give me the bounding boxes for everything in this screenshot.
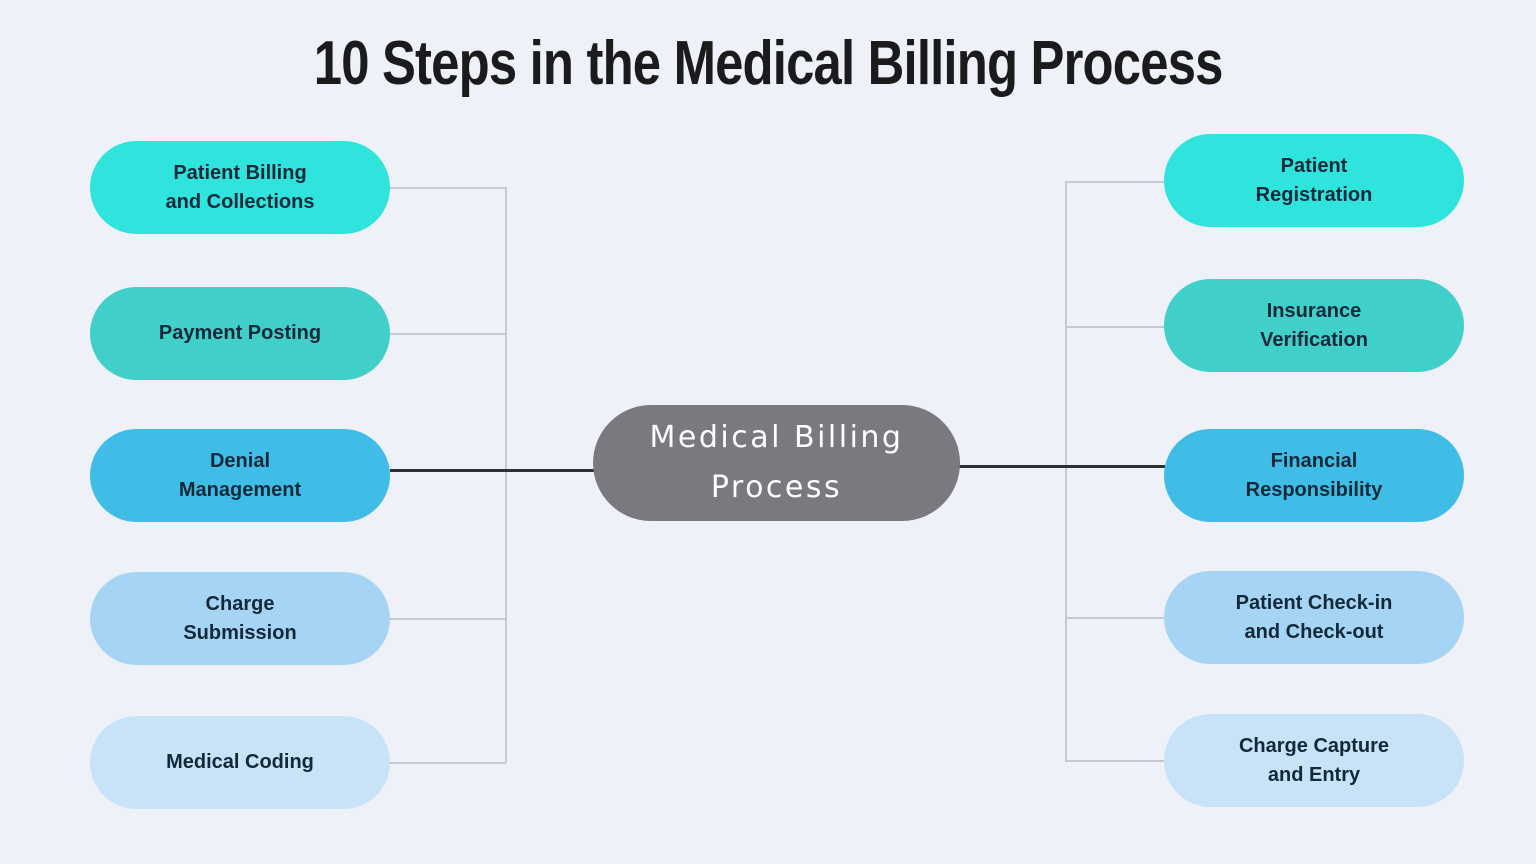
center-node-label-line-2: Process	[710, 470, 843, 505]
step-node-label: and Collections	[165, 190, 315, 213]
step-node-label: Charge Capture	[1238, 734, 1390, 757]
step-node-label: Financial	[1270, 449, 1358, 472]
connector-left-main	[390, 469, 595, 472]
step-node-patient-check-in-and-check-out: Patient Check-in and Check-out	[1164, 571, 1464, 664]
step-node-label: Responsibility	[1245, 478, 1383, 501]
step-node-label: Patient Check-in	[1235, 591, 1393, 614]
page-title: 10 Steps in the Medical Billing Process	[0, 28, 1536, 99]
step-node-label: and Check-out	[1244, 620, 1384, 643]
step-node-label: Registration	[1255, 183, 1373, 206]
step-node-patient-billing-and-collections: Patient Billing and Collections	[90, 141, 390, 234]
connector-right-branch-2	[1065, 326, 1165, 328]
step-node-label: Payment Posting	[158, 322, 322, 344]
center-node-label-line-1: Medical Billing	[649, 420, 904, 455]
step-node-label: Patient	[1280, 154, 1348, 177]
step-node-label: Verification	[1260, 328, 1368, 351]
step-node-label: and Entry	[1267, 763, 1361, 786]
connector-left-branch-2	[390, 333, 506, 335]
connector-right-branch-5	[1065, 760, 1168, 762]
connector-left-branch-1	[390, 187, 506, 189]
page-title-text: 10 Steps in the Medical Billing Process	[313, 29, 1224, 98]
connector-right-main	[958, 465, 1165, 468]
step-node-label: Charge	[205, 592, 275, 615]
step-node-payment-posting: Payment Posting	[90, 287, 390, 380]
step-node-medical-coding: Medical Coding	[90, 716, 390, 809]
connector-left-branch-5	[390, 762, 506, 764]
connector-right-vertical	[1065, 181, 1067, 761]
step-node-financial-responsibility: Financial Responsibility	[1164, 429, 1464, 522]
step-node-denial-management: Denial Management	[90, 429, 390, 522]
step-node-label: Patient Billing	[173, 161, 307, 184]
connector-left-branch-4	[390, 618, 506, 620]
center-node-medical-billing-process: Medical Billing Process	[593, 405, 960, 521]
step-node-patient-registration: Patient Registration	[1164, 134, 1464, 227]
step-node-charge-submission: Charge Submission	[90, 572, 390, 665]
connector-right-branch-4	[1065, 617, 1165, 619]
step-node-label: Management	[178, 478, 302, 501]
step-node-label: Submission	[183, 621, 297, 644]
step-node-label: Denial	[209, 449, 271, 472]
step-node-charge-capture-and-entry: Charge Capture and Entry	[1164, 714, 1464, 807]
connector-right-branch-1	[1065, 181, 1165, 183]
step-node-insurance-verification: Insurance Verification	[1164, 279, 1464, 372]
step-node-label: Medical Coding	[166, 751, 314, 773]
connector-left-vertical	[505, 187, 507, 763]
step-node-label: Insurance	[1266, 299, 1362, 322]
